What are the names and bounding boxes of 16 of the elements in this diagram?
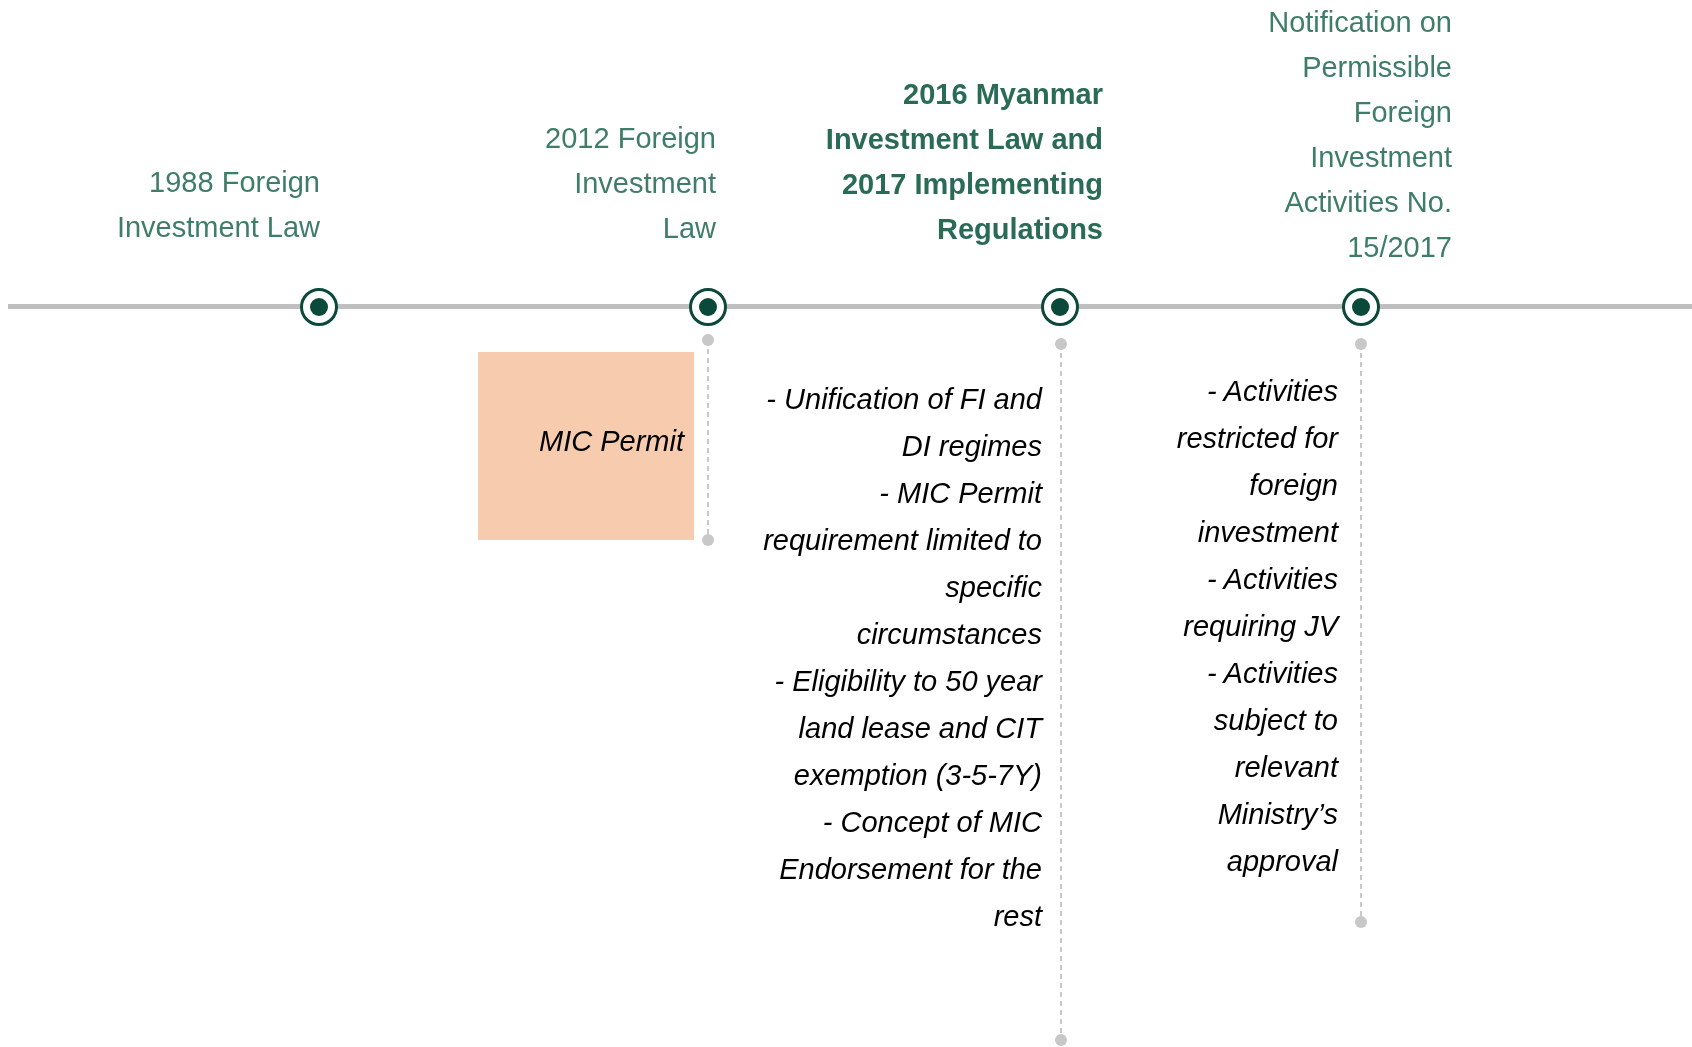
bullet-text: - Eligibility to 50 year land lease and CIT exemption (3-5-7Y) xyxy=(773,664,1042,793)
milestone-title: 2016 Myanmar Investment Law and 2017 Implementing Regulations xyxy=(824,77,1103,247)
milestone-title: 1988 Foreign Investment Law xyxy=(115,165,320,245)
bullet-text: - Activities restricted for foreign investment xyxy=(1175,374,1338,550)
milestone-title: Notification on Permissible Foreign Investment Activities No. 15/2017 xyxy=(1267,5,1452,265)
bullet-text: - MIC Permit requirement limited to specific circumstances xyxy=(762,476,1042,652)
timeline-marker xyxy=(300,288,338,326)
bullet-text: - Activities subject to relevant Ministry’s approval xyxy=(1205,656,1338,879)
bullet-text: - Activities requiring JV xyxy=(1182,562,1338,644)
timeline-marker xyxy=(1041,288,1079,326)
timeline-marker xyxy=(689,288,727,326)
highlight-box: MIC Permit xyxy=(478,352,694,540)
milestone-title: 2012 Foreign Investment Law xyxy=(544,121,716,246)
bullet-text: - Unification of FI and DI regimes xyxy=(765,382,1042,464)
timeline-marker xyxy=(1342,288,1380,326)
bullet-text: - Concept of MIC Endorsement for the rest xyxy=(778,805,1042,934)
